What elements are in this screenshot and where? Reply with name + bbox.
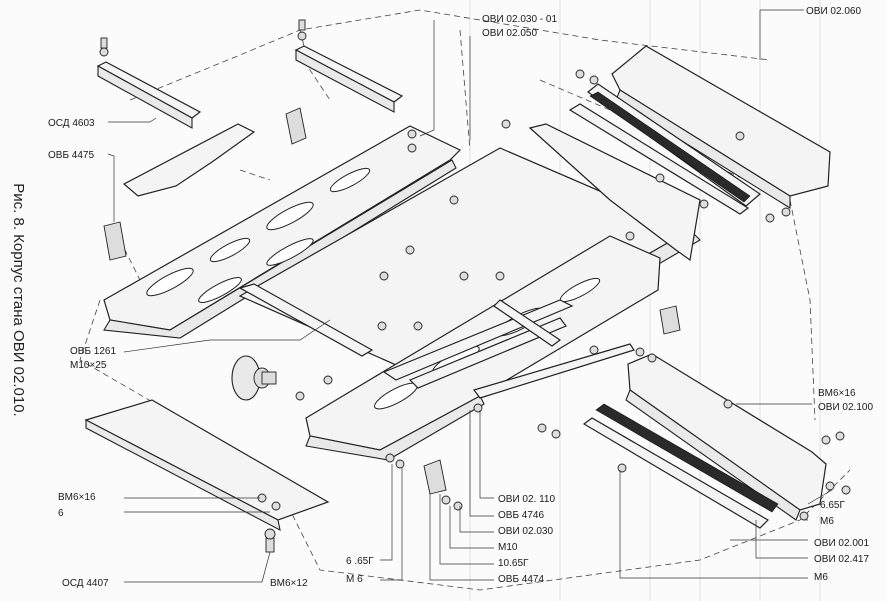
angle-brackets — [103, 107, 681, 495]
label-ovi-02-050: ОВИ 02.050 — [482, 28, 537, 39]
label-m6-left: М 6 — [346, 574, 363, 585]
top-strip-left — [96, 37, 202, 129]
label-ovi-02-110: ОВИ 02. 110 — [498, 494, 555, 505]
cross-member — [473, 343, 635, 413]
label-vm6x16-right: ВМ6×16 — [818, 388, 856, 399]
label-6: 6 — [58, 508, 64, 519]
label-ovi-02-100: ОВИ 02.100 — [818, 402, 873, 413]
bottom-right-channel — [582, 353, 827, 529]
leader-lines — [107, 9, 833, 583]
top-right-channel — [568, 45, 831, 215]
bottom-left-tray — [84, 283, 374, 532]
label-vm6x16-left: ВМ6×16 — [58, 492, 96, 503]
label-osd-4407: ОСД 4407 — [62, 578, 109, 589]
part-labels: ОВИ 02.030 - 01 ОВИ 02.050 ОВИ 02.060 ОС… — [48, 6, 873, 589]
label-vm6x12: ВМ6×12 — [270, 578, 308, 589]
right-side-rail — [305, 235, 661, 461]
label-ovi-02-417: ОВИ 02.417 — [814, 554, 869, 565]
label-osd-4603: ОСД 4603 — [48, 118, 95, 129]
label-ovb-4475: ОВБ 4475 — [48, 150, 94, 161]
label-ovi-02-060: ОВИ 02.060 — [806, 6, 861, 17]
label-m10: М10 — [498, 542, 518, 553]
fasteners — [257, 69, 851, 553]
label-m6-bottom: М6 — [814, 572, 828, 583]
label-665g-right: 6.65Г — [820, 500, 845, 511]
assembly-dashed-lines — [79, 9, 851, 591]
label-ovi-02-030: ОВИ 02.030 — [498, 526, 553, 537]
label-m10x25: М10×25 — [70, 360, 107, 371]
label-ovb-1261: ОВБ 1261 — [70, 346, 116, 357]
label-665g-left: 6 .65Г — [346, 556, 374, 567]
label-1065g: 10.65Г — [498, 558, 529, 569]
motor-hub — [231, 355, 277, 401]
label-m6-right: М6 — [820, 516, 834, 527]
left-side-rail — [103, 123, 462, 339]
figure-caption: Рис. 8. Корпус стана ОВИ 02.010. — [10, 183, 27, 416]
label-ovi-02-001: ОВИ 02.001 — [814, 538, 869, 549]
label-ovi-02-030-01: ОВИ 02.030 - 01 — [482, 14, 557, 25]
label-ovb-4474: ОВБ 4474 — [498, 574, 544, 585]
top-strip-right — [294, 19, 404, 113]
label-ovb-4746: ОВБ 4746 — [498, 510, 544, 521]
